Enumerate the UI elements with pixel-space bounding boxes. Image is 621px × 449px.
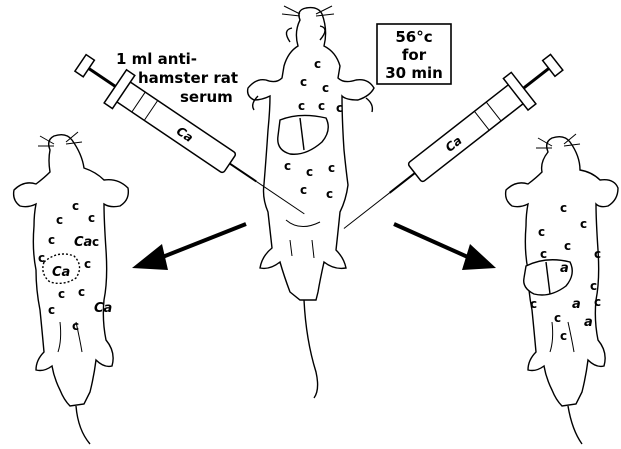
right-mark: c (530, 297, 537, 311)
center-mark: c (328, 161, 335, 175)
center-mark: c (318, 99, 325, 113)
left-hamster (14, 132, 129, 444)
arrow-right (394, 224, 496, 270)
left-mark: c (48, 303, 55, 317)
left-mark: c (88, 211, 95, 225)
center-mark: c (284, 159, 291, 173)
right-mark: c (560, 329, 567, 343)
injection-label-line1: 1 ml anti- (116, 50, 197, 68)
center-mark: c (314, 57, 321, 71)
center-mark: c (336, 101, 343, 115)
left-mark: c (92, 235, 99, 249)
center-mark: c (298, 99, 305, 113)
left-mark: c (84, 257, 91, 271)
right-mark: c (590, 279, 597, 293)
left-mark: c (38, 251, 45, 265)
center-mark: c (322, 81, 329, 95)
right-mark: c (580, 217, 587, 231)
injection-label-line3: serum (180, 88, 233, 106)
left-mark: c (58, 287, 65, 301)
right-mark: c (538, 225, 545, 239)
heat-label-line3: 30 min (385, 64, 443, 82)
left-mark: c (72, 319, 79, 333)
heat-label-line1: 56°c (395, 28, 432, 46)
heat-box: 56°c for 30 min (377, 24, 451, 84)
right-mark: a (572, 297, 581, 312)
left-mark: c (78, 285, 85, 299)
arrow-left (132, 224, 246, 270)
left-mark: Ca (52, 265, 70, 280)
right-mark: c (594, 295, 601, 309)
right-mark: a (584, 315, 593, 330)
right-mark: a (560, 261, 569, 276)
left-mark: Ca (74, 235, 92, 250)
right-mark: c (560, 201, 567, 215)
center-hamster (248, 6, 374, 398)
right-mark: c (540, 247, 547, 261)
left-mark: Ca (94, 301, 112, 316)
left-mark: c (72, 199, 79, 213)
right-hamster (506, 134, 618, 444)
center-mark: c (326, 187, 333, 201)
left-mark: c (56, 213, 63, 227)
right-mark: c (594, 247, 601, 261)
center-mark: c (300, 183, 307, 197)
right-mark: c (564, 239, 571, 253)
left-mark: c (48, 233, 55, 247)
center-mark: c (300, 75, 307, 89)
right-mark: c (554, 311, 561, 325)
center-mark: c (306, 165, 313, 179)
injection-label-line2: hamster rat (138, 69, 238, 87)
heat-label-line2: for (402, 46, 427, 64)
